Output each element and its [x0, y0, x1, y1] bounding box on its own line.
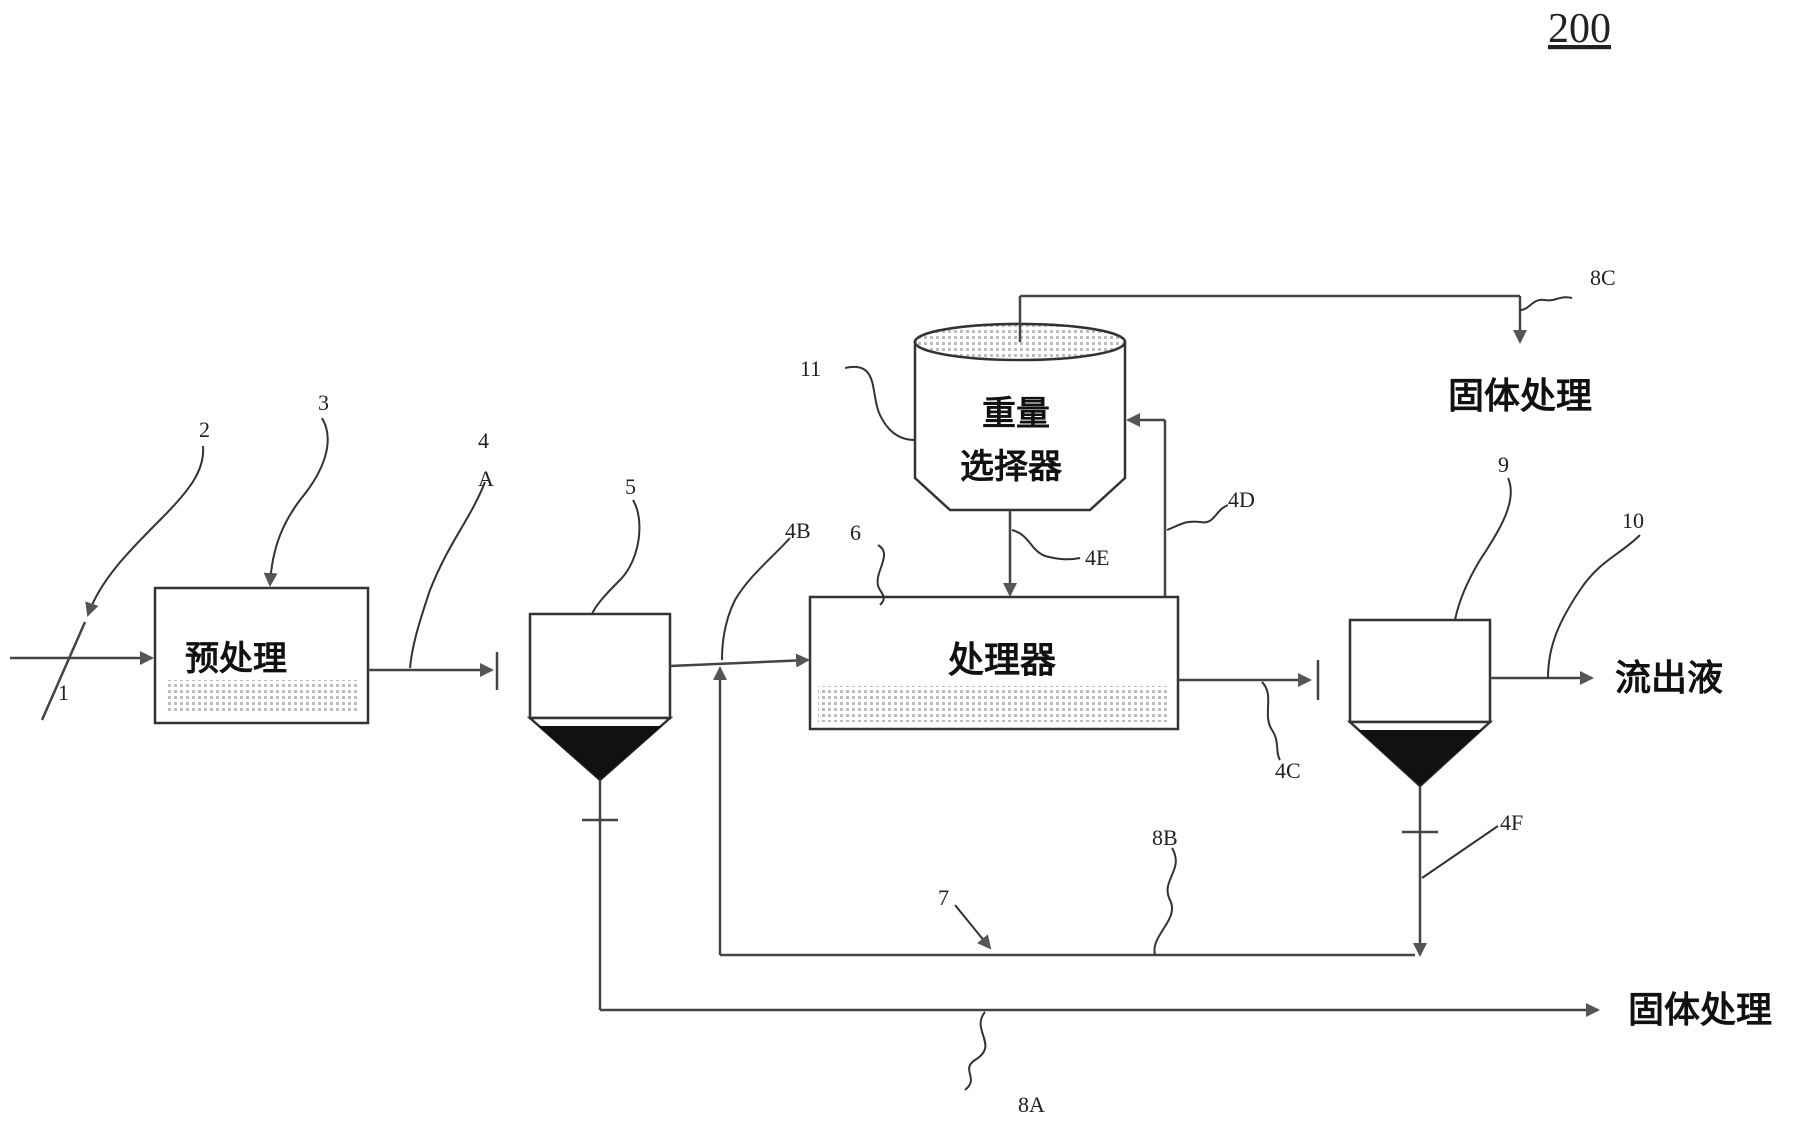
ref-4d: 4D [1228, 487, 1255, 512]
solids-handling-top: 固体处理 [1448, 376, 1592, 417]
ref-10: 10 [1622, 508, 1644, 533]
selector-body [913, 342, 1127, 512]
ref-4c-leader [1261, 681, 1281, 761]
selector-label-line1: 重量 [982, 394, 1050, 434]
ref-5: 5 [625, 474, 636, 499]
ref-4-suffix: A [478, 466, 494, 491]
ref-3: 3 [318, 390, 329, 415]
ref-7-leader [954, 904, 992, 950]
ref-8b: 8B [1152, 825, 1178, 850]
clarifier-9-sludge [1358, 730, 1482, 786]
ref-4b: 4B [785, 518, 811, 543]
pretreatment-texture [165, 680, 360, 712]
ref-8a: 8A [1018, 1092, 1045, 1117]
clarifier-5-sludge [538, 726, 662, 780]
ref-9: 9 [1498, 452, 1509, 477]
ref-1: 1 [58, 680, 69, 705]
ref-3-leader [263, 417, 329, 587]
ref-9-leader [1454, 477, 1512, 621]
selector-label-line2: 选择器 [960, 447, 1063, 487]
ref-4-leader [409, 481, 486, 669]
ref-8a-leader [964, 1011, 987, 1091]
pretreatment-label: 预处理 [185, 639, 287, 679]
ref-8c-leader [1519, 296, 1573, 311]
ref-7: 7 [938, 885, 949, 910]
ref-4: 4 [478, 428, 489, 453]
ref-4f: 4F [1500, 810, 1523, 835]
ref-4c: 4C [1275, 758, 1301, 783]
ref-6: 6 [850, 520, 861, 545]
inlet-slash [40, 621, 87, 721]
processor-label: 处理器 [948, 640, 1057, 681]
ref-4b-leader [721, 537, 791, 661]
pipe-clarifier-to-processor [669, 653, 810, 668]
ref-11-leader [844, 365, 916, 441]
processor-texture [818, 686, 1170, 722]
figure-number: 200 [1548, 6, 1611, 52]
ref-2: 2 [199, 417, 210, 442]
ref-5-leader [591, 499, 641, 615]
ref-10-leader [1547, 534, 1641, 679]
ref-8c: 8C [1590, 265, 1616, 290]
ref-4e: 4E [1085, 545, 1109, 570]
effluent-label: 流出液 [1615, 658, 1723, 699]
ref-11: 11 [800, 356, 821, 381]
ref-2-leader [85, 445, 205, 617]
ref-4d-leader [1166, 504, 1229, 531]
ref-4f-leader [1421, 825, 1499, 879]
ref-6-leader [876, 544, 885, 606]
ref-4e-leader [1011, 529, 1081, 561]
ref-8b-leader [1153, 847, 1177, 956]
solids-handling-bottom: 固体处理 [1628, 990, 1772, 1031]
clarifier-5-body [528, 612, 672, 720]
clarifier-9-body [1348, 618, 1492, 724]
